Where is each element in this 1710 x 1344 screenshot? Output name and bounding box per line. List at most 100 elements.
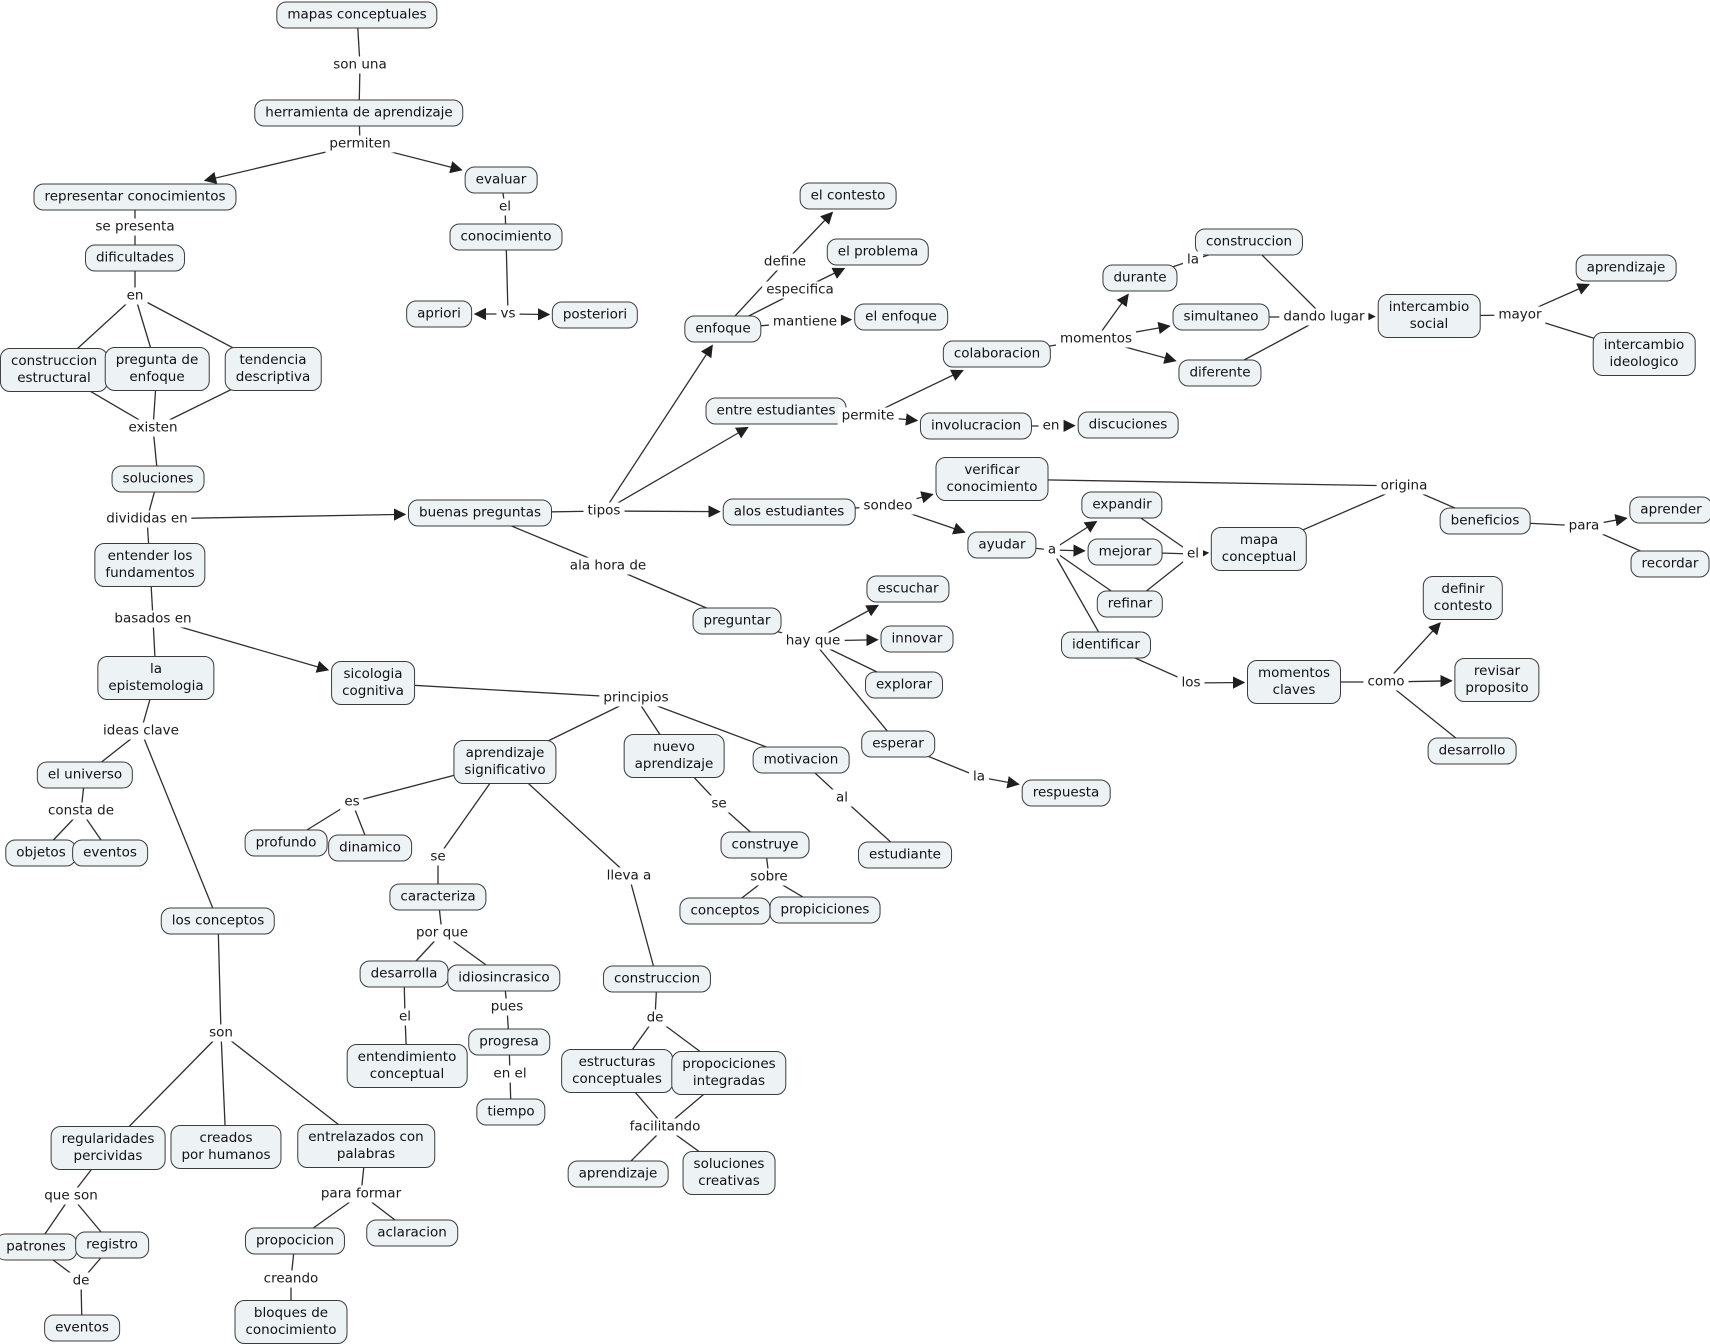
link-label-es[interactable]: es	[340, 793, 364, 811]
link-label-permite[interactable]: permite	[837, 407, 899, 425]
concept-el-problema[interactable]: el problema	[826, 238, 930, 266]
link-label-por-que[interactable]: por que	[411, 924, 473, 942]
concept-regularidades[interactable]: regularidades percividas	[50, 1126, 166, 1170]
concept-idiosincrasico[interactable]: idiosincrasico	[447, 964, 561, 992]
link-label-la-2[interactable]: la	[968, 768, 990, 786]
concept-propociciones-integradas[interactable]: propociciones integradas	[671, 1051, 787, 1095]
concept-construccion-2[interactable]: construccion	[602, 965, 712, 993]
concept-mapas-conceptuales[interactable]: mapas conceptuales	[276, 1, 438, 29]
concept-epistemologia[interactable]: la epistemologia	[97, 656, 215, 700]
link-label-que-son[interactable]: que son	[40, 1187, 102, 1205]
concept-motivacion[interactable]: motivacion	[752, 746, 850, 774]
concept-respuesta[interactable]: respuesta	[1021, 779, 1111, 807]
link-label-de-1[interactable]: de	[68, 1272, 94, 1290]
concept-alos-estudiantes[interactable]: alos estudiantes	[722, 498, 856, 526]
link-label-se-presenta[interactable]: se presenta	[91, 218, 179, 236]
concept-posteriori[interactable]: posteriori	[551, 301, 639, 329]
concept-el-contesto[interactable]: el contesto	[799, 182, 897, 210]
concept-mapa-conceptual[interactable]: mapa conceptual	[1210, 527, 1308, 571]
concept-soluciones[interactable]: soluciones	[111, 465, 205, 493]
link-label-a[interactable]: a	[1043, 541, 1061, 559]
link-label-son-una[interactable]: son una	[329, 56, 391, 74]
concept-aprender[interactable]: aprender	[1629, 496, 1710, 524]
link-label-como[interactable]: como	[1363, 673, 1409, 691]
concept-beneficios[interactable]: beneficios	[1439, 507, 1531, 535]
link-label-dando-lugar[interactable]: dando lugar	[1279, 308, 1369, 326]
concept-dinamico[interactable]: dinamico	[328, 834, 412, 862]
concept-escuchar[interactable]: escuchar	[866, 575, 950, 603]
concept-definir-contesto[interactable]: definir contesto	[1422, 576, 1504, 620]
link-label-de-2[interactable]: de	[642, 1009, 668, 1027]
concept-simultaneo[interactable]: simultaneo	[1172, 303, 1270, 331]
concept-diferente[interactable]: diferente	[1178, 359, 1262, 387]
concept-aprendizaje-2[interactable]: aprendizaje	[567, 1160, 669, 1188]
link-label-se-1[interactable]: se	[426, 848, 450, 866]
concept-durante[interactable]: durante	[1102, 264, 1178, 292]
link-label-para-formar[interactable]: para formar	[316, 1185, 406, 1203]
concept-desarrolla[interactable]: desarrolla	[359, 960, 449, 988]
concept-representar[interactable]: representar conocimientos	[33, 183, 237, 211]
concept-construccion-estructural[interactable]: construccion estructural	[0, 348, 109, 392]
concept-el-enfoque[interactable]: el enfoque	[854, 303, 948, 331]
link-label-en-1[interactable]: en	[122, 287, 148, 305]
link-label-facilitando[interactable]: facilitando	[625, 1118, 705, 1136]
concept-apr-significativo[interactable]: aprendizaje significativo	[453, 740, 557, 784]
concept-sicologia[interactable]: sicologia cognitiva	[331, 661, 415, 705]
link-label-en-2[interactable]: en	[1038, 417, 1064, 435]
concept-preguntar[interactable]: preguntar	[692, 607, 782, 635]
link-label-tipos[interactable]: tipos	[583, 502, 625, 520]
concept-caracteriza[interactable]: caracteriza	[389, 883, 487, 911]
concept-conocimiento[interactable]: conocimiento	[449, 223, 563, 251]
link-label-ala-hora-de[interactable]: ala hora de	[565, 557, 651, 575]
link-label-pues[interactable]: pues	[486, 998, 528, 1016]
concept-profundo[interactable]: profundo	[244, 829, 328, 857]
concept-tendencia-descriptiva[interactable]: tendencia descriptiva	[224, 347, 322, 391]
concept-innovar[interactable]: innovar	[880, 625, 954, 653]
concept-construccion-1[interactable]: construccion	[1194, 228, 1304, 256]
concept-desarrollo[interactable]: desarrollo	[1427, 737, 1517, 765]
link-label-creando[interactable]: creando	[259, 1270, 323, 1288]
concept-creados[interactable]: creados por humanos	[170, 1125, 282, 1169]
concept-discuciones[interactable]: discuciones	[1077, 411, 1179, 439]
concept-esperar[interactable]: esperar	[861, 730, 935, 758]
concept-conceptos[interactable]: conceptos	[679, 897, 771, 925]
link-label-mayor[interactable]: mayor	[1494, 306, 1546, 324]
concept-entrelazados[interactable]: entrelazados con palabras	[297, 1124, 435, 1168]
concept-ayudar[interactable]: ayudar	[967, 531, 1037, 559]
link-label-son[interactable]: son	[205, 1024, 237, 1042]
concept-momentos-claves[interactable]: momentos claves	[1246, 660, 1342, 704]
concept-pregunta-enfoque[interactable]: pregunta de enfoque	[104, 347, 210, 391]
concept-aprendizaje-1[interactable]: aprendizaje	[1575, 254, 1677, 282]
concept-construye[interactable]: construye	[720, 831, 810, 859]
link-label-se-2[interactable]: se	[707, 795, 731, 813]
link-label-especifica[interactable]: especifica	[762, 281, 838, 299]
link-label-ideas-clave[interactable]: ideas clave	[99, 722, 183, 740]
concept-herramienta[interactable]: herramienta de aprendizaje	[254, 99, 464, 127]
link-label-origina[interactable]: origina	[1376, 477, 1432, 495]
link-label-en-el[interactable]: en el	[489, 1065, 531, 1083]
concept-intercambio-ideologico[interactable]: intercambio ideologico	[1592, 332, 1696, 376]
concept-identificar[interactable]: identificar	[1061, 631, 1151, 659]
concept-patrones[interactable]: patrones	[0, 1233, 77, 1261]
concept-soluciones-creativas[interactable]: soluciones creativas	[682, 1151, 776, 1195]
concept-buenas-preguntas[interactable]: buenas preguntas	[408, 499, 552, 527]
concept-aclaracion[interactable]: aclaracion	[366, 1219, 458, 1247]
link-label-mantiene[interactable]: mantiene	[768, 313, 842, 331]
link-label-divididas-en[interactable]: divididas en	[102, 510, 192, 528]
link-label-al[interactable]: al	[831, 789, 853, 807]
concept-refinar[interactable]: refinar	[1096, 590, 1164, 618]
concept-enfoque[interactable]: enfoque	[684, 315, 762, 343]
concept-los-conceptos[interactable]: los conceptos	[160, 907, 276, 935]
concept-estudiante[interactable]: estudiante	[858, 841, 952, 869]
concept-dificultades[interactable]: dificultades	[84, 244, 186, 272]
concept-verificar[interactable]: verificar conocimiento	[935, 457, 1049, 501]
link-label-permiten[interactable]: permiten	[325, 135, 395, 153]
link-label-existen[interactable]: existen	[124, 419, 182, 437]
concept-progresa[interactable]: progresa	[468, 1028, 550, 1056]
concept-registro[interactable]: registro	[75, 1231, 149, 1259]
link-label-define[interactable]: define	[759, 253, 811, 271]
concept-eventos-2[interactable]: eventos	[44, 1314, 120, 1342]
concept-intercambio-social[interactable]: intercambio social	[1377, 294, 1481, 338]
link-label-la-1[interactable]: la	[1182, 251, 1204, 269]
link-label-sobre[interactable]: sobre	[746, 868, 792, 886]
